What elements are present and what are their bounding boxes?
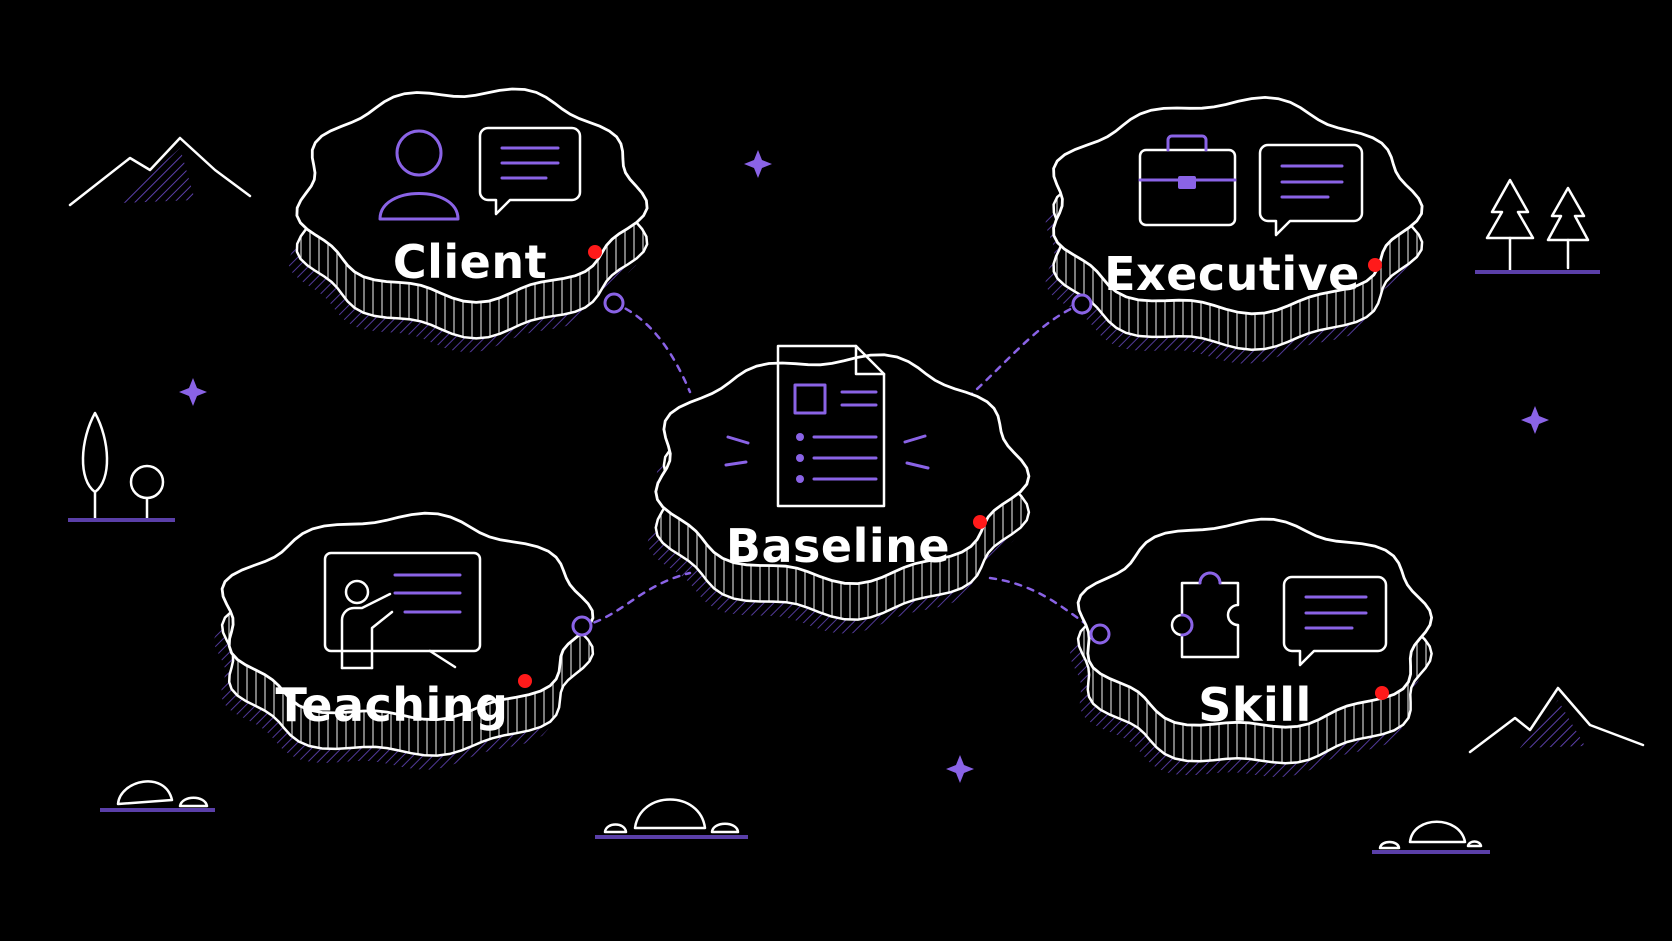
tree-icon — [68, 411, 175, 522]
branch-label-client: Client — [392, 235, 548, 289]
node-skill — [1089, 623, 1111, 645]
marker-teaching — [518, 674, 532, 688]
connection-nodes — [571, 292, 1111, 645]
mountain-icon — [1468, 686, 1645, 754]
marker-client — [588, 245, 602, 259]
island-skill — [1070, 517, 1434, 778]
puzzle-piece-icon — [1170, 571, 1240, 659]
connector-skill — [988, 576, 1102, 636]
node-client — [603, 292, 625, 314]
island-client — [288, 87, 649, 353]
center-label-baseline: Baseline — [725, 519, 951, 573]
chat-bubble-icon — [1258, 143, 1364, 237]
connector-client — [612, 301, 692, 394]
branch-label-teaching: Teaching — [275, 678, 509, 732]
red-markers — [518, 245, 1389, 700]
briefcase-icon — [1138, 134, 1237, 227]
marker-baseline — [973, 515, 987, 529]
rock-icon — [100, 780, 1490, 854]
chat-bubble-icon — [478, 126, 582, 216]
sparkle-icon — [179, 150, 1549, 783]
person-icon — [378, 129, 460, 221]
tree-icon — [1475, 178, 1600, 274]
branch-label-executive: Executive — [1104, 247, 1360, 301]
node-executive — [1071, 293, 1093, 315]
island-executive — [1045, 95, 1424, 364]
document-icon — [724, 344, 930, 508]
branch-label-skill: Skill — [1198, 678, 1312, 732]
marker-executive — [1368, 258, 1382, 272]
islands — [214, 87, 1434, 778]
connectors — [580, 301, 1102, 636]
island-baseline — [647, 353, 1031, 634]
connector-executive — [963, 302, 1084, 402]
marker-skill — [1375, 686, 1389, 700]
connector-teaching — [580, 571, 692, 628]
island-teaching — [214, 511, 595, 770]
chat-bubble-icon — [1282, 575, 1388, 667]
presenter-board-icon — [323, 551, 482, 670]
mountain-icon — [68, 136, 252, 207]
node-teaching — [571, 615, 593, 637]
